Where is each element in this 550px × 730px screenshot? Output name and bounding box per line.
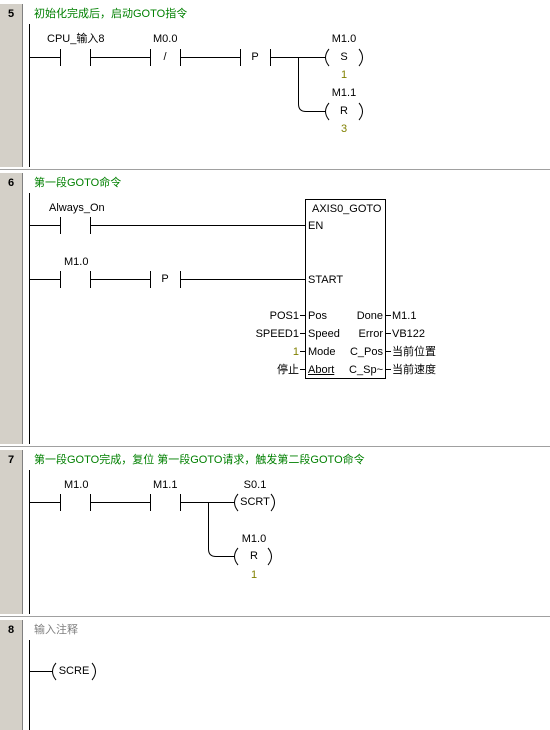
output-done-operand[interactable]: M1.1 — [392, 310, 417, 322]
net6-rungs — [30, 217, 391, 370]
block-title: AXIS0_GOTO — [312, 203, 382, 215]
output-c-pos-operand[interactable]: 当前位置 — [392, 346, 436, 358]
network-gutter — [0, 24, 23, 167]
block-pin-error: Error — [358, 328, 383, 340]
network-separator — [0, 446, 550, 447]
net5-rung — [30, 48, 363, 121]
network-8-header[interactable]: 8 输入注释 — [0, 620, 550, 640]
network-number[interactable]: 5 — [0, 4, 23, 24]
input-abort-operand[interactable]: 停止 — [277, 364, 299, 376]
block-pin-c-speed: C_Sp~ — [349, 364, 383, 376]
net8-rung — [30, 662, 96, 681]
network-gutter — [0, 640, 23, 730]
output-error-operand[interactable]: VB122 — [392, 328, 426, 340]
contact-m1-1-label[interactable]: M1.1 — [153, 479, 178, 491]
output-c-speed-operand[interactable]: 当前速度 — [392, 364, 436, 376]
net7-rung — [30, 493, 275, 566]
block-pin-pos: Pos — [308, 310, 327, 322]
network-comment[interactable]: 初始化完成后，启动GOTO指令 — [28, 4, 196, 24]
scre-coil-type[interactable]: SCRE — [58, 665, 90, 677]
network-comment-placeholder[interactable]: 输入注释 — [28, 620, 86, 640]
network-comment[interactable]: 第一段GOTO命令 — [28, 173, 130, 193]
set-coil-count[interactable]: 1 — [340, 69, 348, 81]
axis-goto-function-block[interactable]: AXIS0_GOTO EN START Pos Speed Mode Abort… — [305, 199, 386, 379]
reset-coil-type[interactable]: R — [340, 105, 348, 117]
network-gutter — [0, 470, 23, 614]
positive-edge-label[interactable]: P — [251, 51, 259, 63]
coil-m1-0-label[interactable]: M1.0 — [331, 33, 357, 45]
reset-coil-count[interactable]: 3 — [340, 123, 348, 135]
input-speed-operand[interactable]: SPEED1 — [255, 328, 299, 340]
contact-always-on-label[interactable]: Always_On — [49, 202, 105, 214]
block-pin-abort: Abort — [308, 364, 335, 376]
network-number[interactable]: 7 — [0, 450, 23, 470]
network-separator — [0, 616, 550, 617]
block-pin-en: EN — [308, 220, 324, 232]
reset-coil-count[interactable]: 1 — [250, 569, 258, 581]
set-coil-type[interactable]: S — [340, 51, 348, 63]
network-number[interactable]: 6 — [0, 173, 23, 193]
network-5-header[interactable]: 5 初始化完成后，启动GOTO指令 — [0, 4, 550, 24]
block-pin-mode: Mode — [308, 346, 336, 358]
network-separator — [0, 169, 550, 170]
scrt-coil-type[interactable]: SCRT — [240, 496, 270, 508]
block-pin-speed: Speed — [308, 328, 340, 340]
input-mode-operand[interactable]: 1 — [292, 346, 299, 358]
coil-m1-1-label[interactable]: M1.1 — [331, 87, 357, 99]
coil-s0-1-label[interactable]: S0.1 — [243, 479, 267, 491]
contact-m0-0-label[interactable]: M0.0 — [153, 33, 178, 45]
input-pos-operand[interactable]: POS1 — [269, 310, 299, 322]
contact-m1-0-label[interactable]: M1.0 — [64, 256, 89, 268]
positive-edge-label[interactable]: P — [161, 273, 169, 285]
network-6-header[interactable]: 6 第一段GOTO命令 — [0, 173, 550, 193]
block-pin-done: Done — [356, 310, 383, 322]
coil-m1-0-label[interactable]: M1.0 — [241, 533, 267, 545]
network-number[interactable]: 8 — [0, 620, 23, 640]
network-7-header[interactable]: 7 第一段GOTO完成，复位 第一段GOTO请求，触发第二段GOTO命令 — [0, 450, 550, 470]
reset-coil-type[interactable]: R — [250, 550, 258, 562]
network-comment[interactable]: 第一段GOTO完成，复位 第一段GOTO请求，触发第二段GOTO命令 — [28, 450, 373, 470]
block-pin-c-pos: C_Pos — [349, 346, 383, 358]
normally-closed-mark: / — [163, 51, 167, 63]
contact-cpu-input8-label[interactable]: CPU_输入8 — [47, 33, 105, 45]
block-pin-start: START — [308, 274, 344, 286]
contact-m1-0-label[interactable]: M1.0 — [64, 479, 89, 491]
network-gutter — [0, 193, 23, 444]
